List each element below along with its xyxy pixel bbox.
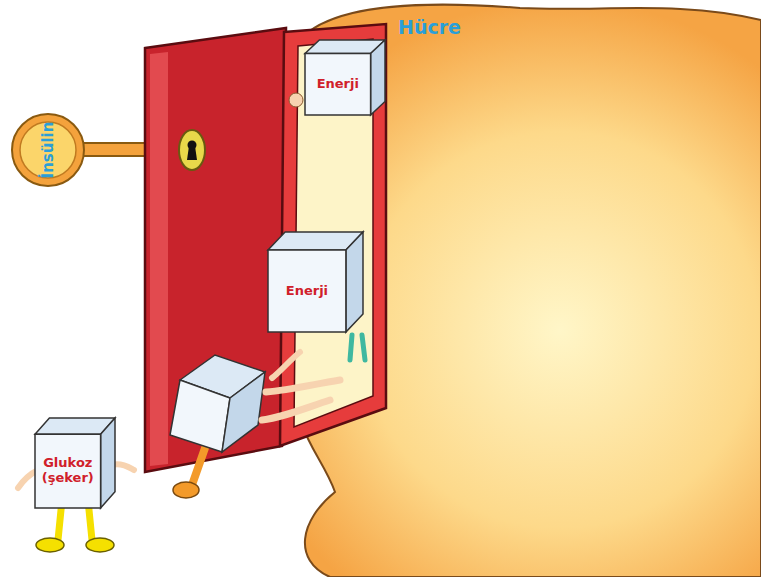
cube-front	[305, 54, 371, 116]
cube-label-box: Enerji	[268, 250, 346, 332]
door-panel	[145, 28, 286, 472]
key-label: İnsülin	[39, 122, 57, 179]
cube-label-box: Glukoz (şeker)	[35, 434, 101, 508]
helper-hand	[289, 93, 303, 107]
cube-leg	[362, 335, 365, 360]
carried-cube	[170, 380, 230, 452]
helper-arm	[266, 380, 340, 392]
sugar-cube: Glukoz (şeker)	[35, 418, 115, 508]
cell: HücreEnerjiEnerji	[280, 0, 761, 577]
glucose-shoe	[86, 538, 114, 552]
carried-cube	[180, 355, 265, 398]
keyhole	[187, 146, 197, 160]
cube-label: Enerji	[286, 284, 328, 299]
carried-cube	[222, 372, 265, 452]
keyhole-plate	[179, 130, 205, 170]
cube-leg	[350, 335, 352, 360]
cube-leg	[192, 448, 205, 485]
key-bow	[12, 114, 84, 186]
sugar-cube: Enerji	[305, 40, 385, 115]
cube-front	[35, 434, 101, 508]
door-edge	[150, 52, 168, 466]
glucose-shoe	[36, 538, 64, 552]
helper-arm	[262, 400, 330, 420]
cube-label: Enerji	[317, 77, 359, 92]
cube-outline	[268, 232, 363, 332]
cube-label-box: Enerji	[305, 54, 371, 116]
cube-side	[101, 418, 115, 508]
cube-side	[371, 40, 385, 115]
cube-side	[346, 232, 363, 332]
cube-label: Glukoz (şeker)	[35, 456, 101, 486]
helper-arm	[272, 352, 300, 378]
cell-label: Hücre	[398, 16, 461, 38]
cube-shoe	[173, 482, 199, 498]
sugar-cube: Enerji	[268, 232, 363, 332]
insulin-key: İnsülin	[10, 112, 86, 188]
key-bow-inner	[20, 122, 76, 178]
cube-front	[268, 250, 346, 332]
key-label-box: İnsülin	[10, 112, 86, 188]
